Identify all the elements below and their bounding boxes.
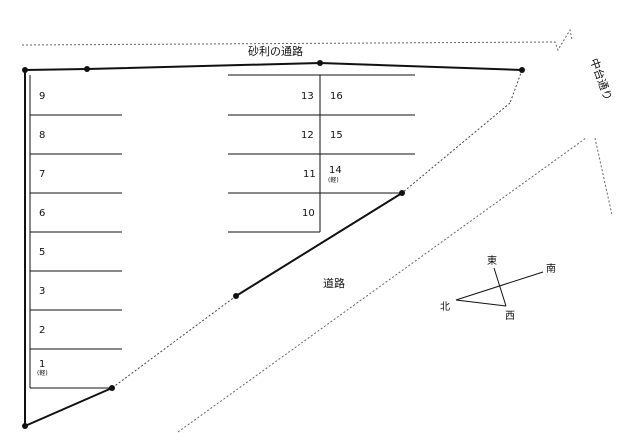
compass-east: 東	[487, 254, 497, 267]
stall-note: (軽)	[37, 369, 48, 377]
stall-number: 10	[302, 208, 315, 219]
lot-boundary-bottom	[24, 387, 113, 427]
stall-note: (軽)	[328, 176, 339, 184]
nakadai-dori-label: 中台通り	[587, 56, 615, 102]
stall-column-middle	[228, 74, 415, 233]
stall-number: 6	[39, 208, 45, 219]
stall-number: 2	[39, 325, 45, 336]
survey-point	[84, 66, 90, 72]
stall-number: 13	[301, 91, 314, 102]
stall-number: 15	[330, 130, 343, 141]
survey-point	[317, 60, 323, 66]
survey-point	[399, 190, 405, 196]
compass-rose	[455, 267, 544, 307]
stall-number: 14	[329, 165, 342, 176]
road-label: 道路	[323, 276, 345, 290]
stall-number: 3	[39, 286, 45, 297]
boundary-dotted-2	[401, 102, 511, 194]
boundary-dotted-3	[111, 295, 237, 389]
stall-number: 9	[39, 91, 45, 102]
stall-number: 1	[39, 359, 45, 370]
compass-south: 南	[546, 262, 556, 275]
stall-number: 11	[303, 169, 316, 180]
stall-number: 16	[330, 91, 343, 102]
lot-boundary-top	[24, 61, 523, 71]
survey-point	[22, 423, 28, 429]
stall-number: 5	[39, 247, 45, 258]
compass-north: 北	[440, 301, 450, 313]
road-edge-lower	[177, 137, 587, 433]
stall-number: 8	[39, 130, 45, 141]
road-edge-upper	[594, 137, 613, 216]
survey-point	[233, 293, 239, 299]
stall-column-left	[29, 75, 122, 389]
stall-number: 12	[301, 130, 314, 141]
compass-west: 西	[505, 311, 515, 322]
stall-number: 7	[39, 169, 45, 180]
lot-boundary-diagonal	[235, 192, 403, 297]
boundary-dotted-1	[509, 69, 523, 104]
gravel-road-label: 砂利の通路	[248, 45, 303, 58]
survey-point	[22, 67, 28, 73]
survey-point	[519, 67, 525, 73]
gravel-path-edge	[21, 28, 573, 52]
